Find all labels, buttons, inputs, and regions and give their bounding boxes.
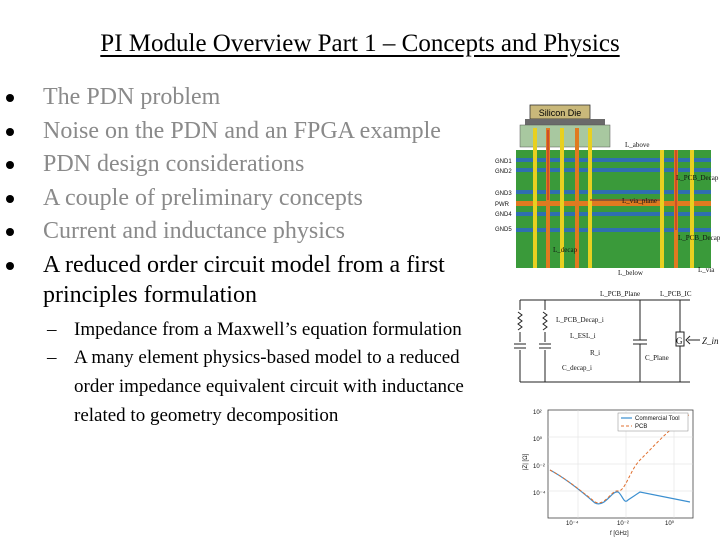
label-l-pcb-ic: L_PCB_IC — [660, 290, 692, 298]
plot-grid — [548, 410, 693, 518]
layer-label-gnd4: GND4 — [495, 212, 512, 218]
plane-gnd2 — [516, 168, 711, 172]
y-axis-label: |Z| [Ω] — [523, 453, 529, 470]
label-l-pcb-decap: L_PCB_Decap — [676, 174, 719, 182]
label-l-esl: L_ESL_i — [570, 332, 596, 340]
label-l-pcb-decap-i: L_PCB_Decap_i — [556, 316, 604, 324]
current-loop-arrows — [547, 130, 677, 230]
bullet-dot — [6, 94, 14, 102]
bullet-dot — [6, 161, 14, 169]
y-tick-label: 10² — [533, 410, 542, 416]
plane-gnd5 — [516, 228, 711, 232]
bullet-item: The PDN problem — [0, 82, 520, 112]
pcb-board — [516, 150, 711, 268]
sub-bullet-text: Impedance from a Maxwell’s equation form… — [74, 318, 462, 340]
bullet-list: The PDN problem Noise on the PDN and an … — [0, 82, 520, 434]
label-l-pcb-plane: L_PCB_Plane — [600, 290, 640, 298]
bullet-item: A couple of preliminary concepts — [0, 183, 520, 213]
label-l-below: L_below — [618, 269, 644, 277]
bullet-text: A couple of preliminary concepts — [43, 184, 363, 211]
bullet-dot — [6, 194, 14, 203]
bullet-item: Current and inductance physics — [0, 216, 520, 246]
bullet-item: Noise on the PDN and an FPGA example — [0, 116, 520, 146]
sub-bullet-list: –Impedance from a Maxwell’s equation for… — [43, 316, 520, 431]
layer-label-gnd5: GND5 — [495, 227, 512, 233]
label-c-decap: C_decap_i — [562, 364, 592, 372]
layer-label-gnd1: GND1 — [495, 159, 512, 165]
sub-bullet-item: –A many element physics-based model to a… — [43, 344, 494, 430]
bullet-item: A reduced order circuit model from a fir… — [0, 250, 520, 431]
sub-bullet-dash: – — [47, 318, 57, 340]
label-l-via: L_via — [698, 266, 715, 274]
x-tick-label: 10⁻² — [617, 521, 629, 527]
package-body — [519, 124, 611, 148]
y-tick-label: 10⁻⁴ — [533, 490, 546, 497]
sub-bullet-dash: – — [47, 347, 57, 369]
label-c-plane: C_Plane — [645, 354, 669, 362]
legend-label-commercial: Commercial Tool — [635, 416, 680, 422]
bullet-dot — [6, 228, 14, 236]
plot-legend — [617, 412, 689, 432]
label-l-above: L_above — [625, 141, 650, 149]
bullet-item: PDN design considerations — [0, 149, 520, 179]
layer-label-gnd3: GND3 — [495, 191, 512, 197]
bullet-text: The PDN problem — [43, 84, 221, 110]
bullet-text: Noise on the PDN and an FPGA example — [43, 117, 441, 144]
label-z-in: Z_in — [702, 336, 719, 346]
sub-bullet-item: –Impedance from a Maxwell’s equation for… — [43, 316, 494, 345]
bullet-dot — [6, 261, 14, 270]
label-r-i: R_i — [590, 349, 600, 357]
x-tick-label: 10⁰ — [665, 520, 675, 527]
bullet-dot — [6, 127, 14, 136]
label-l-decap: L_decap — [553, 246, 578, 254]
plane-pwr — [516, 201, 711, 206]
legend-label-pcb: PCB — [635, 424, 647, 430]
label-l-via-plane: L_via_plane — [622, 197, 657, 205]
y-tick-label: 10⁰ — [533, 436, 543, 443]
label-g: G — [676, 336, 683, 346]
plane-gnd4 — [516, 212, 711, 216]
series-pcb — [549, 413, 691, 504]
bullet-text: PDN design considerations — [43, 151, 305, 177]
slide-title: PI Module Overview Part 1 – Concepts and… — [100, 30, 620, 57]
x-tick-label: 10⁻⁴ — [566, 520, 579, 527]
bullet-text: Current and inductance physics — [43, 218, 345, 244]
package-layer — [525, 119, 605, 125]
x-axis-label: f [GHz] — [610, 531, 629, 537]
layer-label-pwr: PWR — [495, 202, 510, 208]
pcb-stackup-diagram: Silicon Die GND1 GND2 GND3 PW — [495, 104, 720, 277]
equivalent-circuit-diagram — [514, 299, 700, 383]
impedance-plot: Commercial Tool PCB 10⁻⁴ 10⁻² 10⁰ f [GHz… — [523, 409, 694, 537]
plane-gnd1 — [516, 158, 711, 162]
sub-bullet-text: A many element physics-based model to a … — [74, 347, 464, 426]
layer-label-gnd2: GND2 — [495, 169, 512, 175]
figure-panel: Silicon Die GND1 GND2 GND3 PW — [495, 104, 720, 537]
label-l-pcb-decap-bottom: L_PCB_Decap — [678, 234, 720, 242]
plane-gnd3 — [516, 190, 711, 194]
die-label: Silicon Die — [539, 108, 582, 118]
y-tick-label: 10⁻² — [533, 464, 545, 470]
bullet-text: A reduced order circuit model from a fir… — [43, 251, 445, 308]
